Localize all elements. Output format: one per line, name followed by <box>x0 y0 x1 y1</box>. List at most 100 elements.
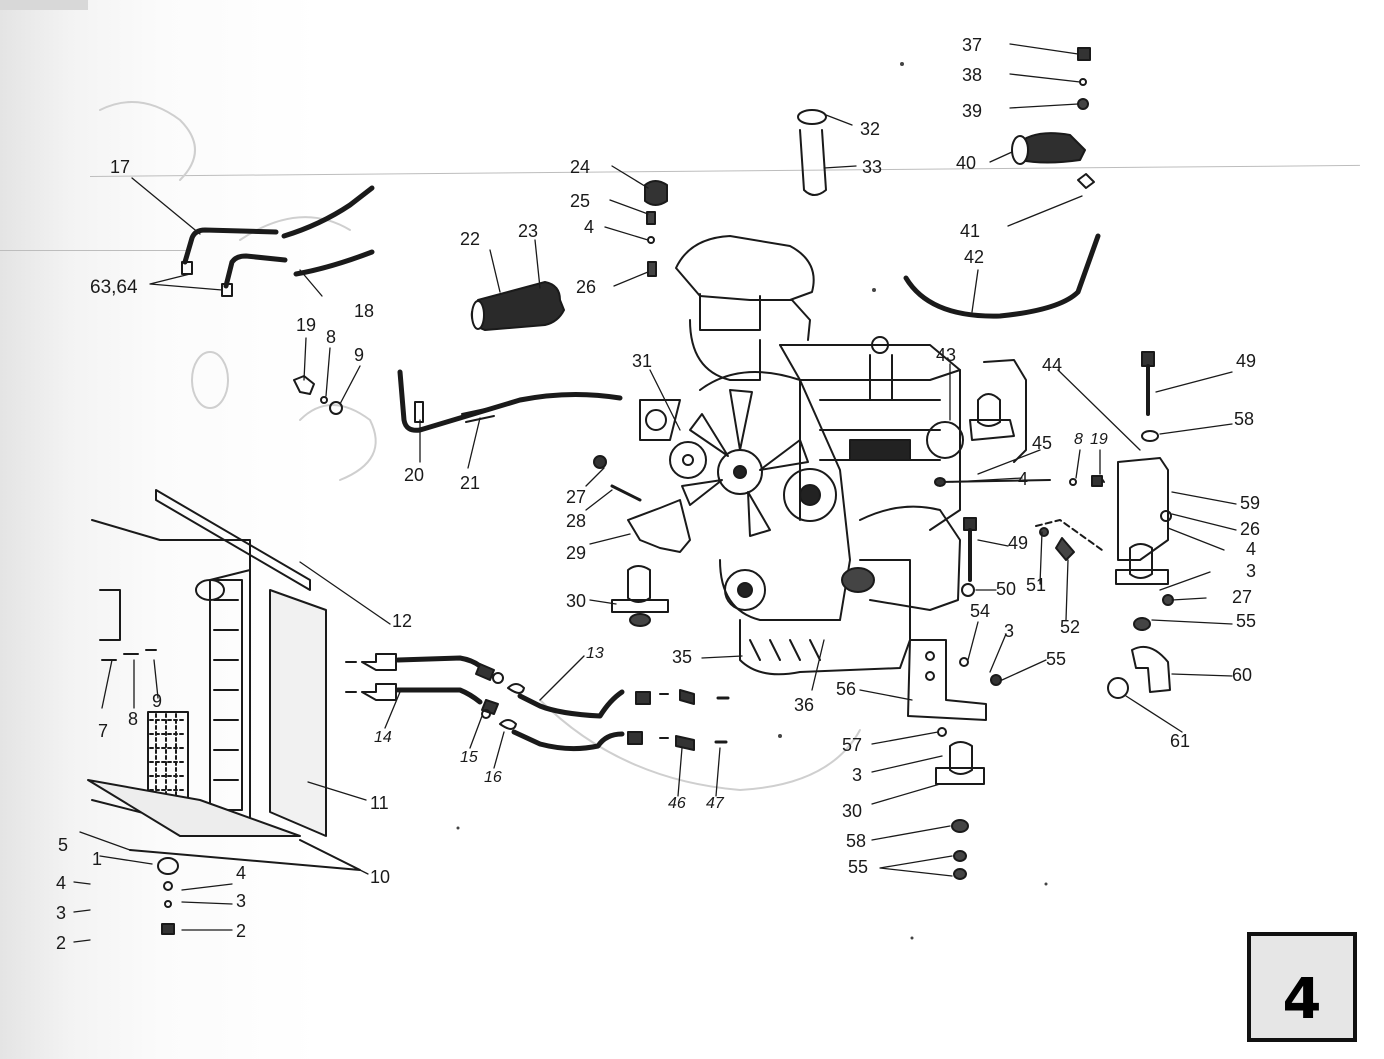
callout-46: 46 <box>668 795 686 812</box>
bolt-group-19-8-9 <box>293 375 343 415</box>
bracket-43-44-45 <box>934 359 1051 487</box>
callout-22: 22 <box>460 229 481 249</box>
mount-30-left <box>611 565 669 627</box>
callout-2b: 2 <box>236 921 247 941</box>
callout-55b: 55 <box>1046 649 1067 669</box>
callout-8c: 8 <box>128 709 139 729</box>
callout-57: 57 <box>842 735 863 755</box>
callout-47: 47 <box>706 795 724 812</box>
callout-39: 39 <box>962 101 983 121</box>
callout-43: 43 <box>936 345 957 365</box>
callout-63-64: 63,64 <box>90 277 138 298</box>
mount-57-30-58-55 <box>935 727 985 880</box>
radiator-assembly <box>87 489 361 935</box>
callout-30: 30 <box>566 591 587 611</box>
callout-4e: 4 <box>236 863 247 883</box>
callout-37: 37 <box>962 35 983 55</box>
callout-3e: 3 <box>236 891 247 911</box>
callout-4d: 4 <box>56 873 67 893</box>
callout-13: 13 <box>586 645 604 662</box>
sensor-37-41 <box>1011 47 1095 189</box>
callout-26: 26 <box>576 277 597 297</box>
callout-32: 32 <box>860 119 881 139</box>
callout-3: 3 <box>1246 561 1257 581</box>
callout-10: 10 <box>370 867 391 887</box>
air-filter-22-23 <box>470 281 565 331</box>
callout-19: 19 <box>296 315 317 335</box>
callout-55: 55 <box>1236 611 1257 631</box>
callout-18: 18 <box>354 301 375 321</box>
callout-20: 20 <box>404 465 425 485</box>
callout-41: 41 <box>960 221 981 241</box>
callout-17: 17 <box>110 157 131 177</box>
scan-speckles <box>456 62 1048 940</box>
callout-24: 24 <box>570 157 591 177</box>
callout-60: 60 <box>1232 665 1253 685</box>
callout-59: 59 <box>1240 493 1261 513</box>
callout-16: 16 <box>484 769 502 786</box>
hose-18 <box>223 249 375 289</box>
bracket-59 <box>1069 457 1169 561</box>
bracket-54-56 <box>907 639 1002 721</box>
callout-3d: 3 <box>56 903 67 923</box>
pulley-31 <box>639 399 707 479</box>
scan-corner-tab <box>0 0 88 10</box>
callout-33: 33 <box>862 157 883 177</box>
bolt-49-center <box>961 517 977 597</box>
callout-42: 42 <box>964 247 985 267</box>
callout-3c: 3 <box>852 765 863 785</box>
callout-58: 58 <box>1234 409 1255 429</box>
callout-31: 31 <box>632 351 653 371</box>
callout-5: 5 <box>58 835 69 855</box>
callout-14: 14 <box>374 729 392 746</box>
page-number: 4 <box>1282 966 1322 1032</box>
callout-45: 45 <box>1032 433 1053 453</box>
callout-55c: 55 <box>848 857 869 877</box>
callout-4: 4 <box>584 217 595 237</box>
pipes-13-14-15-16 <box>345 653 730 752</box>
ghost-background <box>99 101 861 791</box>
callout-51: 51 <box>1026 575 1047 595</box>
callout-56: 56 <box>836 679 857 699</box>
callout-15: 15 <box>460 749 478 766</box>
callout-35: 35 <box>672 647 693 667</box>
elbow-60-61 <box>1107 646 1171 699</box>
hose-clamps-63-64 <box>181 261 233 297</box>
fan-31 <box>681 389 809 537</box>
callout-1: 1 <box>92 849 103 869</box>
callout-7: 7 <box>98 721 109 741</box>
callout-27: 27 <box>566 487 587 507</box>
callout-49b: 49 <box>1008 533 1029 553</box>
callout-54: 54 <box>970 601 991 621</box>
callout-12: 12 <box>392 611 413 631</box>
callout-44: 44 <box>1042 355 1063 375</box>
engine-block <box>675 235 964 676</box>
callout-36: 36 <box>794 695 815 715</box>
callout-29: 29 <box>566 543 587 563</box>
hose-17 <box>182 185 375 265</box>
callout-30b: 30 <box>842 801 863 821</box>
callout-23: 23 <box>518 221 539 241</box>
pipe-20-21 <box>397 369 623 433</box>
leader-lines <box>73 43 1237 943</box>
callout-4b: 4 <box>1018 469 1029 489</box>
callout-19b: 19 <box>1090 431 1108 448</box>
callout-58b: 58 <box>846 831 867 851</box>
callout-4c: 4 <box>1246 539 1257 559</box>
callout-38: 38 <box>962 65 983 85</box>
callout-9b: 9 <box>152 691 163 711</box>
hose-32-33 <box>797 109 827 196</box>
page-number-badge: 4 <box>1247 932 1357 1042</box>
mount-30-right <box>1115 510 1174 631</box>
callout-9: 9 <box>354 345 365 365</box>
callout-27b: 27 <box>1232 587 1253 607</box>
bolt-49-right <box>1141 351 1159 442</box>
callout-50: 50 <box>996 579 1017 599</box>
mount-24-25-26 <box>644 180 668 277</box>
callout-11: 11 <box>370 793 389 813</box>
callout-49: 49 <box>1236 351 1257 371</box>
callout-28: 28 <box>566 511 587 531</box>
callout-3b: 3 <box>1004 621 1015 641</box>
cable-42 <box>903 233 1101 319</box>
